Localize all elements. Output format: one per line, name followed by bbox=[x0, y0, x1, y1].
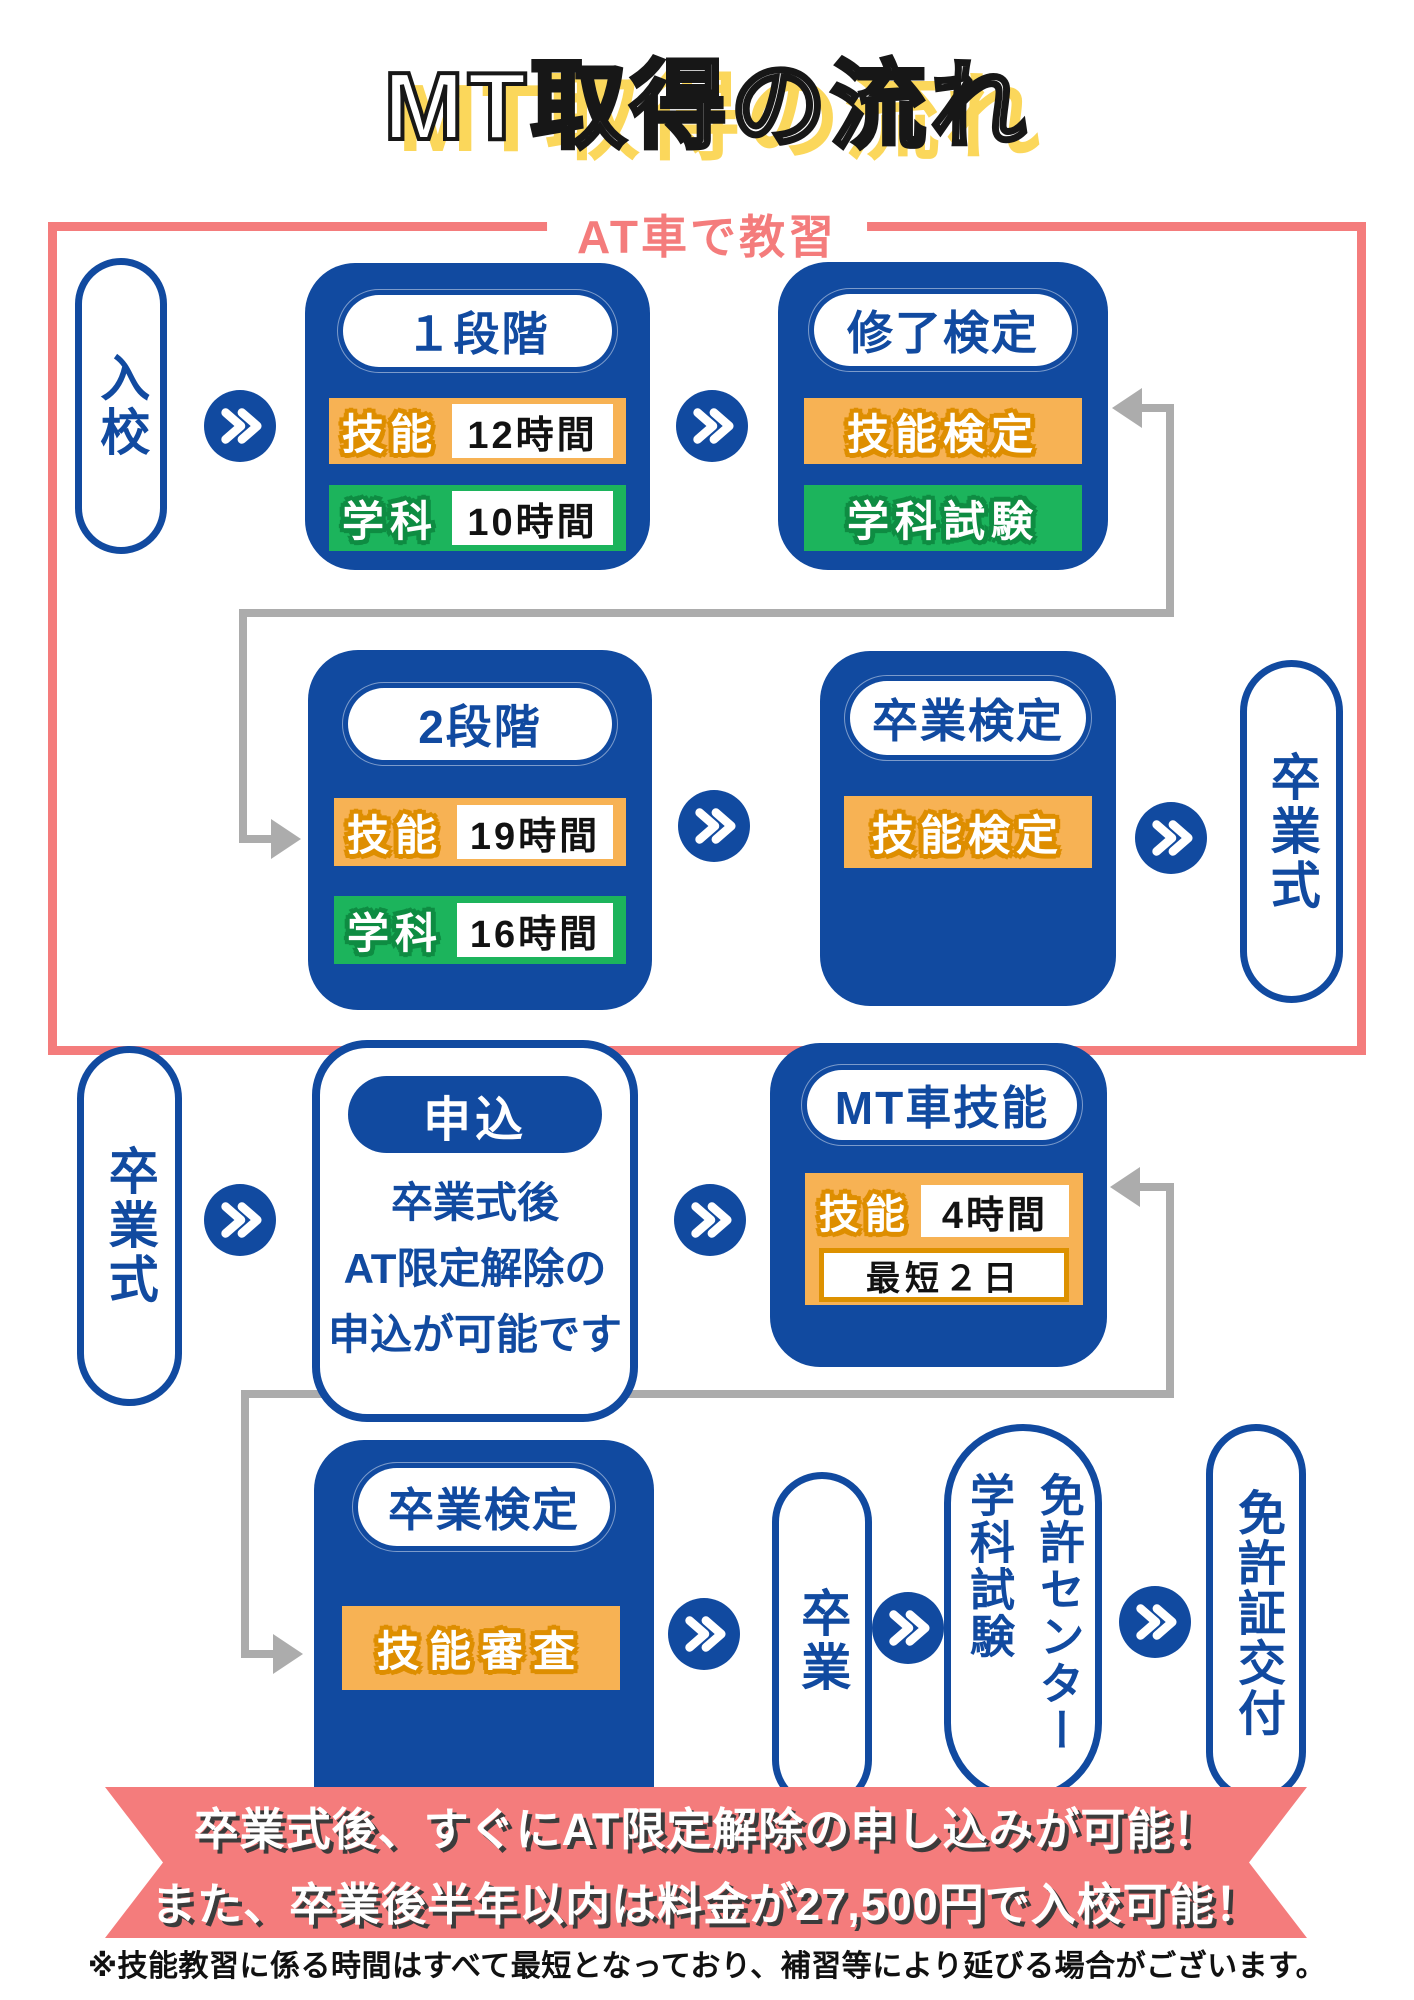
double-chevron-icon bbox=[1152, 820, 1193, 856]
stage2-academic-value: 16時間 bbox=[457, 903, 613, 957]
flow-arrow bbox=[872, 1592, 944, 1664]
double-chevron-icon bbox=[693, 408, 734, 444]
connector2-seg bbox=[241, 1650, 274, 1658]
menkyo-center-line2: 学科試験 bbox=[963, 1472, 1014, 1660]
stage1-academic-label: 学科 bbox=[342, 497, 439, 545]
card-moshikomi: 申込 卒業式後 AT限定解除の 申込が可能です bbox=[312, 1040, 638, 1422]
kentei2-skill-bar: 技能審査 bbox=[342, 1606, 620, 1690]
node-menkyo-center-pill: 免許センター 学科試験 bbox=[944, 1424, 1102, 1802]
flow-arrow bbox=[676, 390, 748, 462]
double-chevron-icon bbox=[685, 1616, 726, 1652]
flow-arrow bbox=[1119, 1586, 1191, 1658]
stage1-skill-label: 技能 bbox=[342, 410, 439, 458]
menkyo-center-line1: 免許センター bbox=[1032, 1472, 1084, 1754]
connector2-seg bbox=[1166, 1183, 1174, 1398]
stage2-skill-value: 19時間 bbox=[457, 805, 613, 859]
mt-skill-value: 4時間 bbox=[921, 1185, 1069, 1237]
card-shuryo-kentei: 修了検定 技能検定 学科試験 bbox=[778, 262, 1108, 570]
connector1-seg bbox=[239, 835, 272, 843]
connector2-arrowhead-left bbox=[1110, 1167, 1140, 1207]
node-sotsugyo-pill: 卒業 bbox=[772, 1472, 872, 1810]
flow-arrow bbox=[204, 1184, 276, 1256]
shuryo-academic-label: 学科試験 bbox=[846, 497, 1039, 545]
card-mt-ginou: MT車技能 技能 4時間 最短２日 bbox=[770, 1043, 1107, 1367]
flow-arrow bbox=[668, 1598, 740, 1670]
promo-ribbon: 卒業式後、すぐにAT限定解除の申し込みが可能！ また、卒業後半年以内は料金が27… bbox=[105, 1787, 1307, 1938]
shuryo-academic-bar: 学科試験 bbox=[804, 485, 1082, 551]
double-chevron-icon bbox=[695, 808, 736, 844]
stage2-skill-label: 技能 bbox=[347, 811, 444, 859]
double-chevron-icon bbox=[221, 1202, 262, 1238]
stage1-academic-bar: 学科 10時間 bbox=[329, 485, 626, 551]
double-chevron-icon bbox=[1136, 1604, 1177, 1640]
card-shuryo-title: 修了検定 bbox=[808, 288, 1078, 372]
connector1-seg bbox=[239, 609, 247, 843]
stage1-academic-value: 10時間 bbox=[452, 491, 613, 545]
mt-duration-box: 最短２日 bbox=[819, 1248, 1069, 1302]
mt-ginou-panel: 技能 4時間 最短２日 bbox=[805, 1173, 1083, 1305]
shuryo-skill-bar: 技能検定 bbox=[804, 398, 1082, 464]
node-sotsugyoshiki2-pill: 卒業式 bbox=[77, 1046, 182, 1406]
double-chevron-icon bbox=[691, 1202, 732, 1238]
card-moshikomi-title: 申込 bbox=[348, 1076, 602, 1153]
card-kentei2: 卒業検定 技能審査 bbox=[314, 1440, 654, 1840]
moshikomi-body: 卒業式後 AT限定解除の 申込が可能です bbox=[320, 1170, 630, 1368]
node-menkyo-kofu-pill: 免許証交付 bbox=[1206, 1424, 1306, 1802]
stage2-academic-bar: 学科 16時間 bbox=[334, 896, 626, 964]
shuryo-skill-label: 技能検定 bbox=[846, 410, 1039, 458]
connector2-arrowhead-right bbox=[273, 1634, 303, 1674]
moshikomi-line2: AT限定解除の bbox=[343, 1245, 607, 1292]
page-title: MT取得の流れ bbox=[382, 51, 1031, 162]
card-sotsugyo-kentei-title: 卒業検定 bbox=[844, 675, 1092, 761]
stage1-skill-bar: 技能 12時間 bbox=[329, 398, 626, 464]
connector1-seg bbox=[1140, 404, 1174, 412]
node-sotsugyoshiki-label: 卒業式 bbox=[1263, 750, 1320, 913]
connector1-seg bbox=[239, 609, 1174, 617]
promo-line2: また、卒業後半年以内は料金が27,500円で入校可能！ bbox=[151, 1878, 1261, 1930]
flow-arrow bbox=[674, 1184, 746, 1256]
card-stage1-title: １段階 bbox=[337, 289, 618, 373]
flow-arrow bbox=[678, 790, 750, 862]
connector1-arrowhead-left bbox=[1112, 388, 1142, 428]
connector2-seg bbox=[241, 1390, 1174, 1398]
flow-arrow bbox=[204, 390, 276, 462]
node-nyuko-label: 入校 bbox=[93, 352, 150, 460]
node-sotsugyoshiki-pill: 卒業式 bbox=[1240, 660, 1343, 1003]
card-stage2: 2段階 技能 19時間 学科 16時間 bbox=[308, 650, 652, 1010]
double-chevron-icon bbox=[889, 1610, 930, 1646]
card-stage2-title: 2段階 bbox=[342, 682, 618, 766]
card-stage1: １段階 技能 12時間 学科 10時間 bbox=[305, 263, 650, 570]
connector1-arrowhead-right bbox=[271, 819, 301, 859]
connector2-seg bbox=[241, 1390, 249, 1658]
node-sotsugyoshiki2-label: 卒業式 bbox=[101, 1145, 158, 1307]
moshikomi-line3: 申込が可能です bbox=[327, 1311, 622, 1358]
flow-arrow bbox=[1135, 802, 1207, 874]
node-menkyo-kofu-label: 免許証交付 bbox=[1230, 1488, 1283, 1738]
stage2-skill-bar: 技能 19時間 bbox=[334, 798, 626, 866]
card-sotsugyo-kentei: 卒業検定 技能検定 bbox=[820, 651, 1116, 1006]
promo-line1: 卒業式後、すぐにAT限定解除の申し込みが可能！ bbox=[193, 1803, 1219, 1855]
mt-skill-label: 技能 bbox=[819, 1193, 911, 1237]
card-mt-ginou-title: MT車技能 bbox=[801, 1064, 1083, 1146]
double-chevron-icon bbox=[221, 408, 262, 444]
node-sotsugyo-label: 卒業 bbox=[794, 1587, 851, 1695]
menkyo-center-text: 免許センター 学科試験 bbox=[953, 1472, 1093, 1754]
at-frame-label: AT車で教習 bbox=[547, 208, 867, 266]
node-nyuko-pill: 入校 bbox=[75, 258, 167, 554]
kentei2-skill-label: 技能審査 bbox=[376, 1627, 585, 1675]
stage1-skill-value: 12時間 bbox=[452, 404, 613, 458]
mt-skill-row: 技能 4時間 bbox=[819, 1183, 1069, 1239]
stage2-academic-label: 学科 bbox=[347, 909, 444, 957]
card-kentei2-title: 卒業検定 bbox=[352, 1462, 616, 1552]
connector1-seg bbox=[1166, 404, 1174, 617]
sotsugyo-kentei-skill-label: 技能検定 bbox=[871, 811, 1064, 859]
moshikomi-line1: 卒業式後 bbox=[390, 1179, 559, 1226]
sotsugyo-kentei-skill-bar: 技能検定 bbox=[844, 796, 1092, 868]
footnote: ※技能教習に係る時間はすべて最短となっており、補習等により延びる場合がございます… bbox=[87, 1950, 1327, 1983]
connector2-seg bbox=[1138, 1183, 1174, 1191]
